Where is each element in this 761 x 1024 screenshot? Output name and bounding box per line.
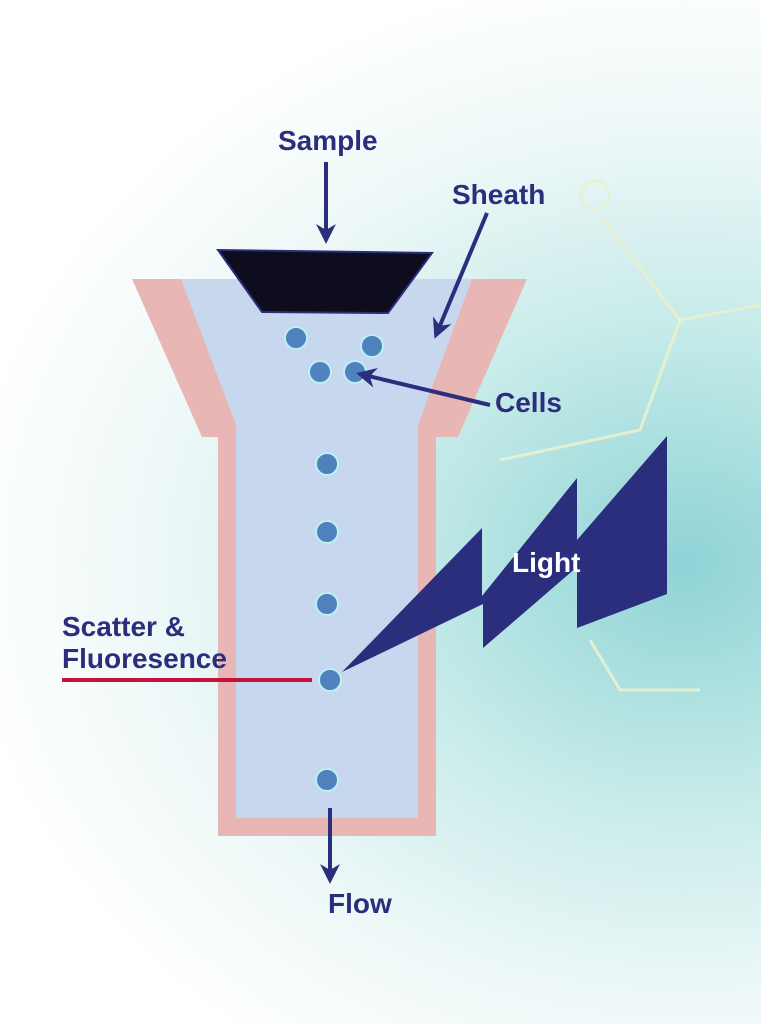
cells-label: Cells	[495, 387, 562, 418]
cell	[284, 326, 308, 350]
cell	[360, 334, 384, 358]
cell	[318, 668, 342, 692]
cell	[343, 360, 367, 384]
light-bolt	[342, 436, 667, 672]
cell	[308, 360, 332, 384]
flow-label: Flow	[328, 888, 392, 919]
sheath-label: Sheath	[452, 179, 545, 210]
cell	[315, 452, 339, 476]
scatter-label-line1: Scatter &	[62, 611, 185, 642]
scatter-label-line2: Fluoresence	[62, 643, 227, 674]
sample-label: Sample	[278, 125, 378, 156]
sample-nozzle	[216, 248, 434, 315]
cell	[315, 768, 339, 792]
cell	[315, 520, 339, 544]
fluid-channel	[181, 279, 472, 818]
cells	[284, 326, 384, 792]
sheath-arrow	[432, 212, 489, 339]
cells-arrow	[356, 367, 491, 407]
cell	[315, 592, 339, 616]
background-molecule-lines	[499, 179, 761, 692]
light-label: Light	[512, 547, 580, 578]
